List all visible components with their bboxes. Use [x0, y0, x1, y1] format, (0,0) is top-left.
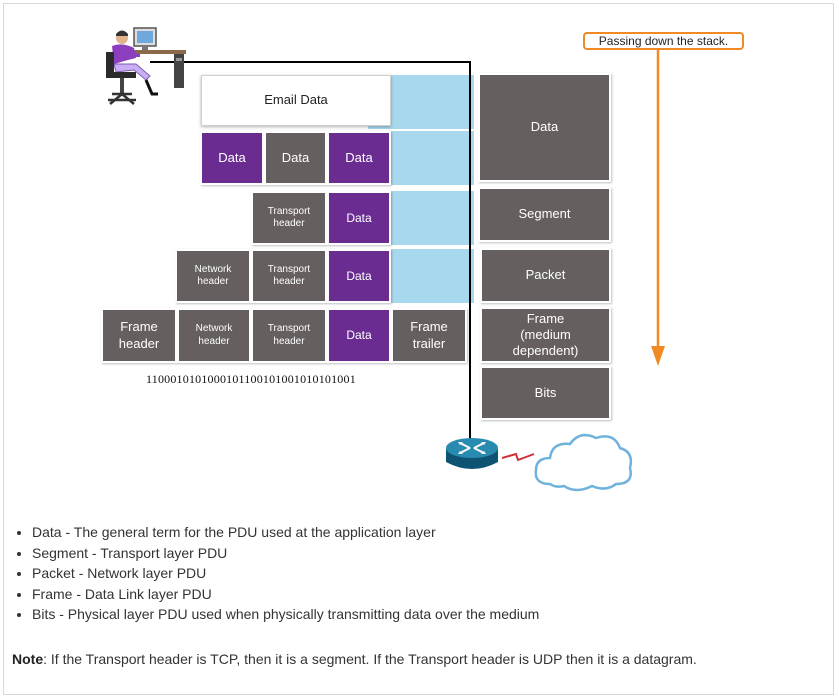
- frame-header-box: Frame header: [101, 308, 177, 363]
- router-icon: [446, 438, 498, 469]
- encapsulation-diagram: Email Data Data Data Data Transport head…: [101, 27, 744, 492]
- segment-data-box: Data: [327, 191, 391, 245]
- frame-trailer-box: Frame trailer: [391, 308, 467, 363]
- down-arrow-icon: [651, 50, 665, 366]
- callout-passing-down: Passing down the stack.: [583, 32, 744, 50]
- cloud-icon: [534, 433, 633, 492]
- frame-data-box: Data: [327, 308, 391, 363]
- list-item: Packet - Network layer PDU: [32, 563, 812, 584]
- content-frame: [3, 3, 834, 695]
- packet-data-box: Data: [327, 249, 391, 303]
- email-data-box: Email Data: [201, 75, 391, 126]
- app-data-box: Data: [264, 131, 327, 185]
- band-network: [390, 249, 474, 303]
- pdu-label-bits: Bits: [480, 366, 611, 420]
- network-header-box: Network header: [177, 308, 251, 363]
- pdu-label-data: Data: [478, 73, 611, 182]
- serial-link-icon: [501, 452, 535, 462]
- list-item: Data - The general term for the PDU used…: [32, 522, 812, 543]
- transport-header-box: Transport header: [251, 308, 327, 363]
- note-text: : If the Transport header is TCP, then i…: [43, 651, 697, 667]
- pdu-label-frame: Frame (medium dependent): [480, 307, 611, 363]
- user-at-computer-icon: [106, 27, 186, 105]
- app-data-box: Data: [327, 131, 391, 185]
- network-header-box: Network header: [175, 249, 251, 303]
- connection-line: [150, 61, 471, 440]
- transport-header-box: Transport header: [251, 191, 327, 245]
- list-item: Frame - Data Link layer PDU: [32, 584, 812, 605]
- list-item: Segment - Transport layer PDU: [32, 543, 812, 564]
- pdu-label-segment: Segment: [478, 187, 611, 242]
- note-label: Note: [12, 651, 44, 667]
- transport-header-box: Transport header: [251, 249, 327, 303]
- pdu-label-packet: Packet: [480, 248, 611, 303]
- note-paragraph: Note: If the Transport header is TCP, th…: [12, 651, 697, 667]
- app-data-box: Data: [200, 131, 264, 185]
- list-item: Bits - Physical layer PDU used when phys…: [32, 604, 812, 625]
- bits-string: 1100010101000101100101001010101001: [146, 372, 356, 386]
- band-transport: [390, 191, 474, 245]
- band-app: [390, 131, 474, 185]
- pdu-description-list: Data - The general term for the PDU used…: [12, 522, 812, 625]
